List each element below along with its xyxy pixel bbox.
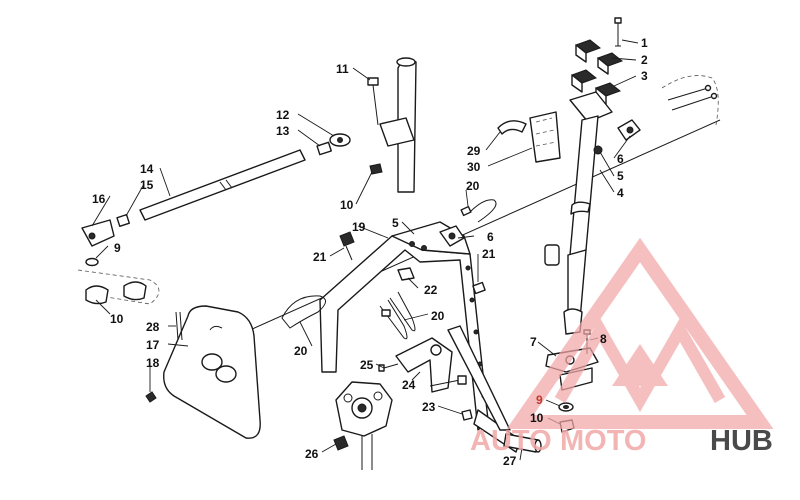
callout-7: 7	[530, 335, 537, 349]
callout-9-upper: 9	[114, 241, 121, 255]
callout-29: 29	[467, 144, 481, 158]
callout-27: 27	[503, 454, 517, 468]
callout-26: 26	[305, 447, 319, 461]
nut-26	[333, 435, 349, 451]
jam-nut-15	[116, 213, 131, 228]
bolt-25	[378, 363, 399, 372]
handlebar-tube	[379, 57, 417, 193]
lower-clamp-block-3	[570, 69, 622, 105]
callout-14: 14	[140, 162, 154, 176]
callout-5-upper: 5	[617, 169, 624, 183]
callout-11: 11	[336, 62, 349, 76]
shaft-27	[503, 433, 542, 453]
callout-10-left: 10	[110, 312, 124, 326]
callout-30: 30	[467, 160, 481, 174]
steering-post-4	[544, 91, 613, 335]
watermark-text-auto: AUTO	[470, 425, 552, 457]
nut-22	[397, 267, 415, 281]
watermark-wordmark: AUTO MOTO HUB	[470, 425, 773, 457]
callout-21-right: 21	[482, 247, 496, 261]
callout-25: 25	[360, 358, 374, 372]
bolt-21-right	[472, 281, 486, 295]
callout-10-upper: 10	[340, 198, 354, 212]
chassis-outline	[661, 75, 719, 126]
column-bolt-1	[614, 17, 622, 47]
spindle-arm	[77, 269, 160, 305]
callout-8: 8	[600, 332, 607, 346]
watermark-text-moto: MOTO	[560, 425, 646, 457]
screw-18	[145, 391, 157, 403]
callout-10-lower: 10	[530, 411, 544, 425]
bracket-24	[395, 337, 453, 393]
jam-nut-13	[316, 141, 332, 156]
bolt-pair-upper-right	[667, 84, 718, 111]
callout-2: 2	[641, 53, 648, 67]
rivet-28	[175, 311, 183, 341]
callout-16: 16	[92, 192, 106, 206]
callout-6-lower: 6	[487, 230, 494, 244]
callout-19: 19	[352, 220, 366, 234]
bolt-21-left	[339, 231, 355, 261]
bracket-6-upper	[617, 119, 641, 141]
leader-lines	[91, 39, 639, 461]
callout-20-left: 20	[294, 344, 308, 358]
pad-30	[529, 111, 561, 163]
callout-21-left: 21	[313, 250, 327, 264]
strap-20-upper	[460, 199, 497, 223]
callout-1: 1	[641, 36, 648, 50]
callout-17: 17	[146, 338, 160, 352]
callout-9-lower: 9	[536, 393, 543, 407]
strap-20-middle	[379, 291, 416, 340]
callout-5-lower: 5	[392, 216, 399, 230]
clamp-ring-29	[497, 120, 527, 135]
callout-22: 22	[424, 283, 438, 297]
callout-4: 4	[617, 186, 624, 200]
watermark-text-hub: HUB	[710, 425, 773, 457]
callout-13: 13	[276, 124, 290, 138]
steering-gearbox	[335, 381, 393, 470]
watermark-logo	[506, 237, 774, 429]
bolt-23	[429, 375, 473, 421]
tie-rod-14	[139, 149, 306, 221]
callout-18: 18	[146, 356, 160, 370]
callout-12: 12	[276, 108, 290, 122]
callout-24: 24	[402, 378, 416, 392]
callout-labels: 1 2 3 4 5 6 11 12 13 14 15 16 9 10 10 29…	[92, 36, 648, 468]
callout-23: 23	[422, 400, 436, 414]
washer-9-upper	[85, 257, 99, 267]
strap-20-left	[281, 295, 326, 329]
tie-rod-end-12	[329, 133, 351, 147]
callout-6-upper: 6	[617, 152, 624, 166]
upper-clamp-block-2	[574, 39, 624, 75]
callout-3: 3	[641, 69, 648, 83]
callout-28: 28	[146, 320, 160, 334]
callout-15: 15	[140, 178, 154, 192]
bolt-11	[367, 77, 379, 126]
tie-rod-end-16	[81, 219, 115, 247]
nut-10-upper	[369, 163, 383, 175]
washer-9-lower	[558, 402, 574, 412]
bracket-6-lower	[439, 225, 465, 247]
callout-20-middle: 20	[431, 309, 445, 323]
callout-20-upper: 20	[466, 179, 480, 193]
guard-plate-17	[163, 305, 261, 439]
